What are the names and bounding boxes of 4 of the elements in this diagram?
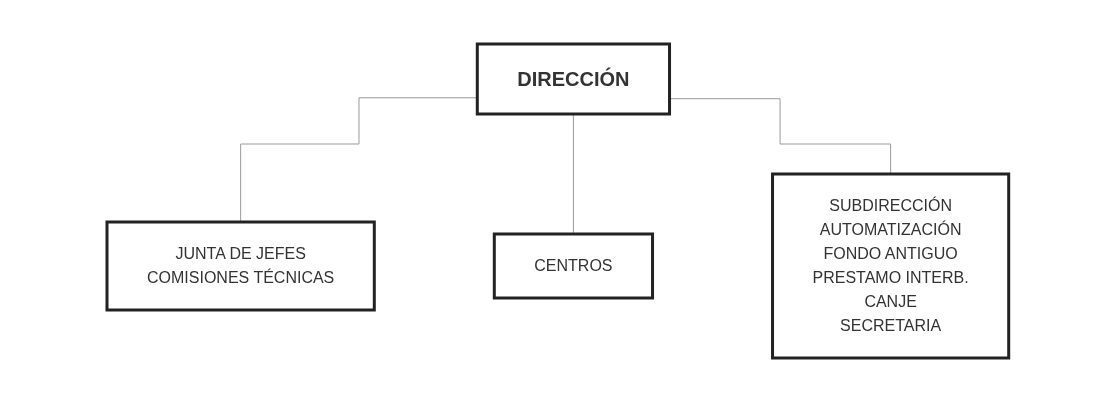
node-box: DIRECCIÓN: [475, 42, 671, 116]
node-box: SUBDIRECCIÓN AUTOMATIZACIÓN FONDO ANTIGUO PRESTAMO INTERB. CANJE SECRETARIA: [770, 172, 1010, 360]
node-box: CENTROS: [492, 232, 654, 300]
node-box: JUNTA DE JEFES COMISIONES TÉCNICAS: [105, 220, 376, 312]
